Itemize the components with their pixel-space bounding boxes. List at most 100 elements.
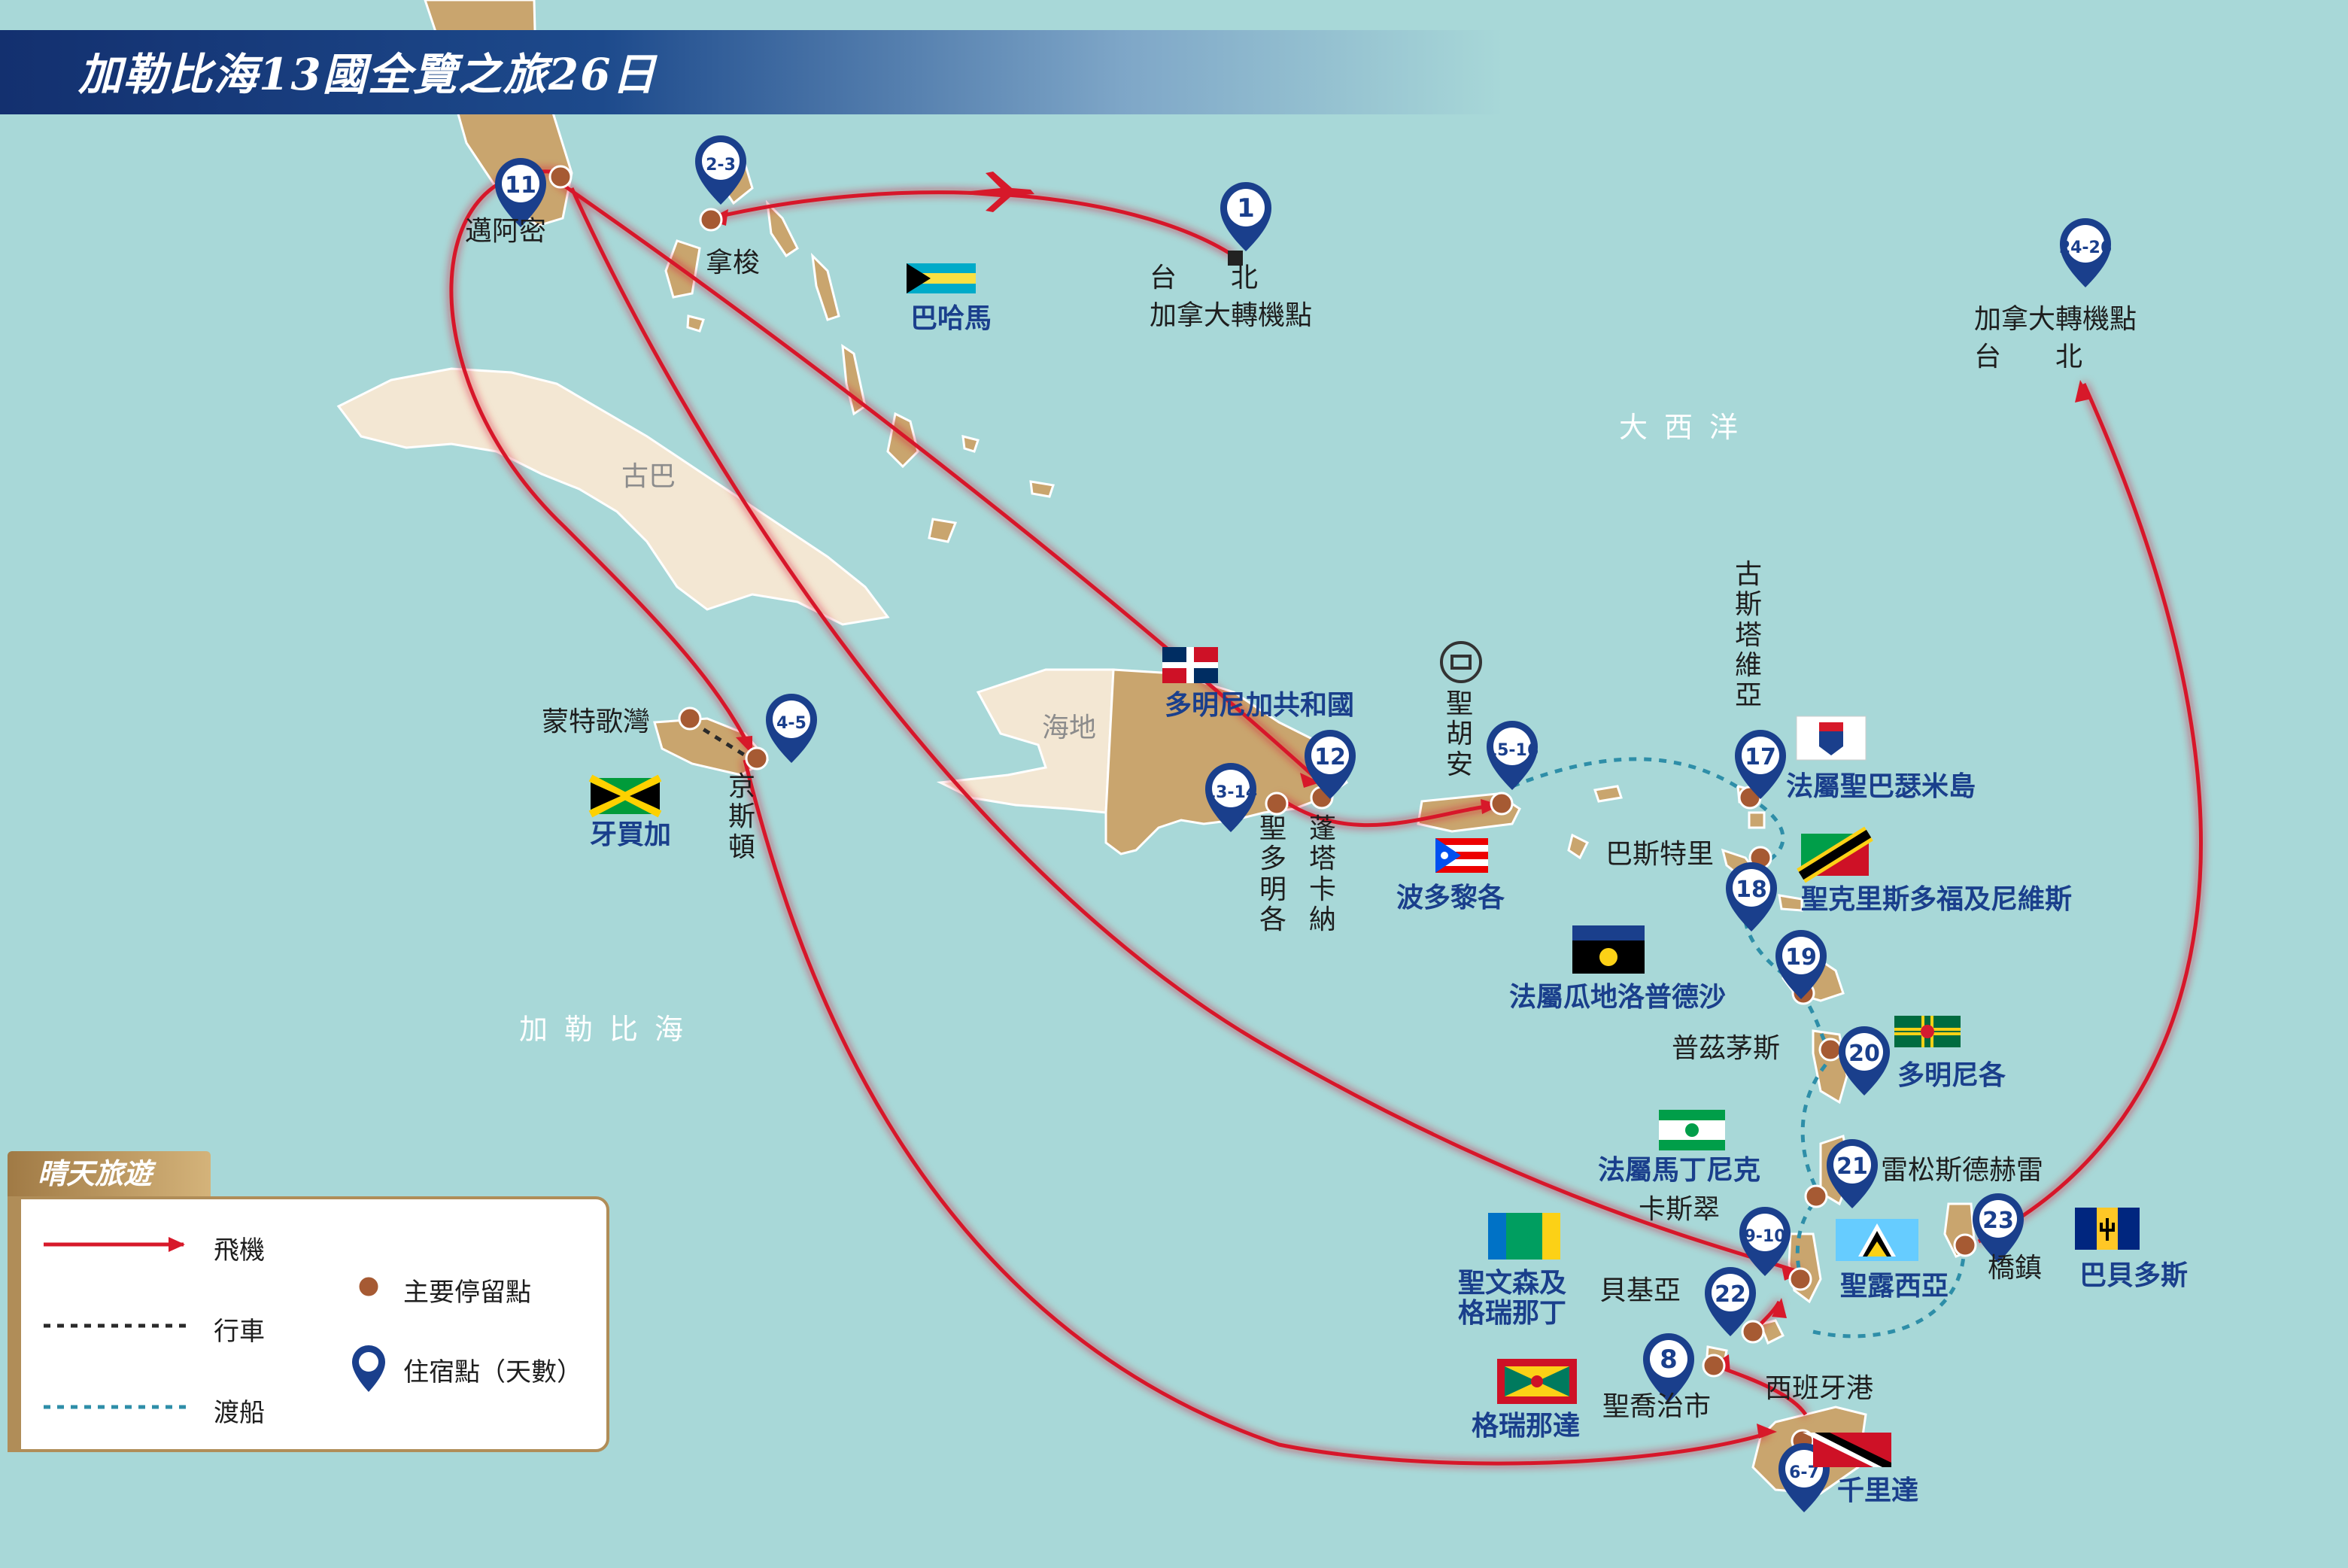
airplane-icon xyxy=(963,172,1034,212)
legend-box: 飛機 行車 渡船 主要停留點 住宿點（天數） xyxy=(8,1196,609,1452)
stop-dot xyxy=(699,208,723,232)
pin-inner xyxy=(1311,737,1349,774)
taipei-origin-marker xyxy=(1228,251,1243,266)
stay-pin: 24-26 xyxy=(2059,218,2112,287)
country-label-dominican-republic: 多明尼加共和國 xyxy=(1165,690,1355,721)
drive-route xyxy=(691,720,754,762)
flag-martinique xyxy=(1659,1110,1725,1150)
city-label-st-georges: 聖喬治市 xyxy=(1602,1391,1712,1422)
stay-pin: 2-3 xyxy=(695,135,746,205)
pin-label: 19 xyxy=(1785,944,1817,971)
city-label-canada-hub-end: 加拿大轉機點 xyxy=(1974,304,2137,335)
pin-inner xyxy=(1742,737,1779,774)
stop-dot xyxy=(1953,1233,1977,1257)
pin-inner xyxy=(1979,1200,2017,1238)
country-label-guadeloupe: 法屬瓜地洛普德沙 xyxy=(1509,982,1727,1013)
pin-label: 4-5 xyxy=(776,714,806,733)
city-label-taipei-start: 台 北 xyxy=(1150,263,1259,293)
flag-barbados xyxy=(2075,1208,2140,1250)
country-label-barbados: 巴貝多斯 xyxy=(2079,1260,2189,1291)
pin-inner xyxy=(1782,937,1820,974)
pin-label: 17 xyxy=(1745,744,1776,770)
flags xyxy=(588,263,2140,1467)
flag-jamaica xyxy=(588,774,662,818)
country-label-st-kitts: 聖克里斯多福及尼維斯 xyxy=(1801,884,2073,915)
pin-inner xyxy=(1733,869,1770,907)
city-label-fort-de-france: 卡斯翠 xyxy=(1639,1194,1721,1225)
stop-dot xyxy=(1265,792,1289,816)
pin-inner xyxy=(1746,1214,1784,1251)
pin-inner xyxy=(773,700,810,738)
flag-bahamas xyxy=(907,263,976,293)
flag-guadeloupe xyxy=(1572,925,1645,974)
pin-inner xyxy=(1712,1274,1749,1311)
pin-label: 21 xyxy=(1836,1153,1868,1180)
country-label-st-barthelemy: 法屬聖巴瑟米島 xyxy=(1786,771,1976,802)
country-label-puerto-rico: 波多黎各 xyxy=(1396,883,1505,913)
city-label-miami: 邁阿密 xyxy=(465,216,547,247)
stay-pin: 23 xyxy=(1973,1193,2024,1263)
city-label-castries: 雷松斯德赫雷 xyxy=(1881,1155,2044,1186)
country-label-grenada: 格瑞那達 xyxy=(1472,1411,1581,1442)
city-label-kingston: 京斯頓 xyxy=(727,771,755,863)
stay-pin: 9-10 xyxy=(1739,1207,1791,1276)
page-title: 加勒比海13國全覽之旅26日 xyxy=(78,49,658,100)
flag-st-lucia xyxy=(1836,1219,1918,1261)
stop-dot xyxy=(548,165,573,189)
country-label-trinidad: 千里達 xyxy=(1837,1475,1919,1506)
legend-label-drive: 行車 xyxy=(214,1317,265,1347)
region-label-caribbean: 加勒比海 xyxy=(519,1013,700,1046)
flag-grenada xyxy=(1497,1359,1577,1404)
flag-st-barthelemy xyxy=(1796,716,1867,761)
city-label-nassau: 拿梭 xyxy=(706,248,761,278)
stop-dot xyxy=(1804,1184,1828,1208)
flag-puerto-rico xyxy=(1435,838,1488,873)
flag-st-kitts xyxy=(1797,826,1873,883)
region-label-haiti: 海地 xyxy=(1042,713,1097,743)
city-label-canada-hub-start: 加拿大轉機點 xyxy=(1150,300,1313,331)
pin-inner xyxy=(1845,1033,1883,1071)
country-label-martinique: 法屬馬丁尼克 xyxy=(1598,1155,1761,1186)
stop-dot xyxy=(1818,1038,1842,1062)
city-label-san-juan: 聖胡安 xyxy=(1445,688,1473,780)
city-label-santo-domingo: 聖多明各 xyxy=(1259,813,1286,935)
stay-pin: 11 xyxy=(495,158,546,227)
region-label-cuba: 古巴 xyxy=(621,461,676,492)
pin-inner xyxy=(502,165,539,202)
stay-pin: 20 xyxy=(1839,1026,1890,1095)
stay-pin: 19 xyxy=(1775,930,1827,999)
flag-trinidad xyxy=(1803,1433,1891,1467)
stop-dot xyxy=(1702,1354,1726,1378)
flag-dominican-republic xyxy=(1162,647,1218,683)
city-label-portsmouth: 普茲茅斯 xyxy=(1672,1033,1781,1064)
cuba-landmass xyxy=(336,367,890,626)
stop-dot xyxy=(1741,1320,1765,1344)
pin-label: 13-14 xyxy=(1204,783,1257,802)
heritage-icon xyxy=(1440,641,1482,683)
city-label-punta-cana: 蓬塔卡納 xyxy=(1308,813,1336,935)
city-label-gustavia: 古斯塔維亞 xyxy=(1734,559,1762,712)
pin-label: 23 xyxy=(1982,1208,2014,1234)
legend-brand: 晴天旅遊 xyxy=(8,1151,211,1196)
country-label-st-vincent: 聖文森及 格瑞那丁 xyxy=(1458,1268,1567,1329)
stay-pin: 15-16 xyxy=(1486,721,1539,790)
pin-inner xyxy=(1833,1146,1871,1184)
pin-label: 18 xyxy=(1736,877,1767,903)
pin-label: 20 xyxy=(1848,1041,1880,1067)
stop-dot xyxy=(1788,1267,1812,1291)
legend-stop-dot xyxy=(357,1275,381,1299)
pin-label: 9-10 xyxy=(1744,1227,1785,1246)
flag-st-vincent xyxy=(1488,1213,1560,1260)
stay-pin: 18 xyxy=(1726,862,1777,931)
title-banner: 加勒比海13國全覽之旅26日 xyxy=(0,30,1505,114)
pin-inner xyxy=(702,142,740,180)
stay-pin: 12 xyxy=(1305,730,1356,799)
pin-inner xyxy=(1650,1340,1687,1378)
stop-dot xyxy=(745,746,769,770)
city-label-taipei-end: 台 北 xyxy=(1974,342,2083,372)
legend-label-stop: 主要停留點 xyxy=(403,1278,531,1308)
country-label-dominica: 多明尼各 xyxy=(1897,1060,2006,1091)
pin-label: 22 xyxy=(1715,1281,1746,1308)
